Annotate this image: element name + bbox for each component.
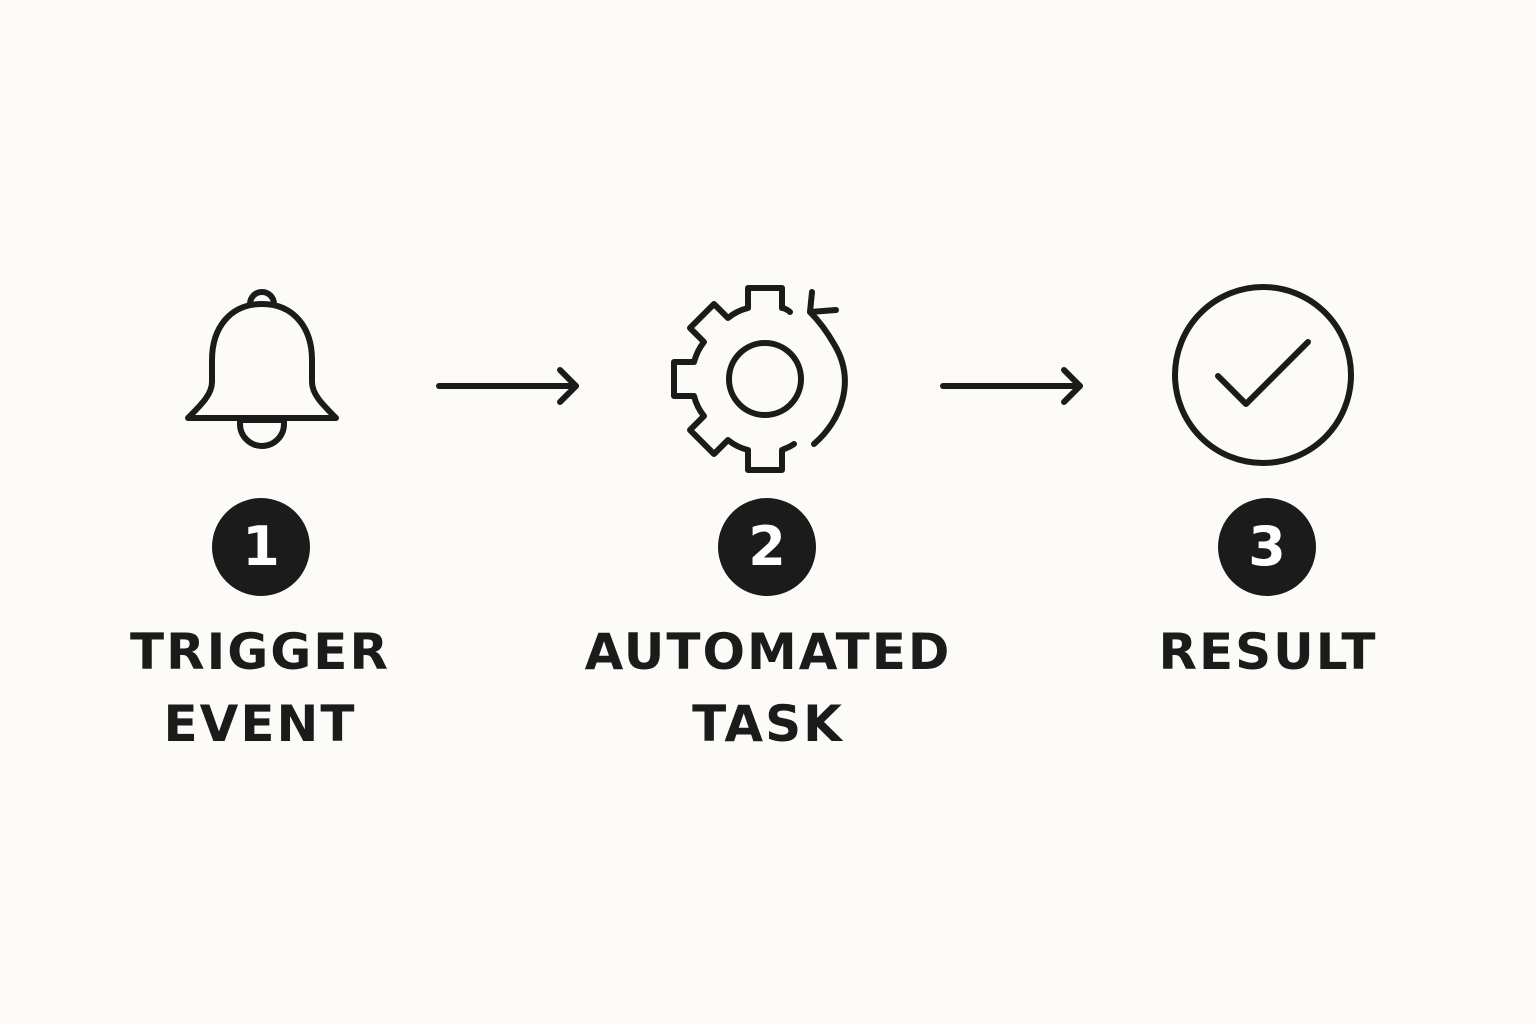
step-label-line: AUTOMATED — [584, 623, 952, 681]
step-label-line: TASK — [692, 695, 844, 753]
step-label-line: TRIGGER — [130, 623, 390, 681]
step-number-badge-2: 2 — [718, 498, 816, 596]
arrow-right-icon — [940, 366, 1088, 410]
step-label-2: AUTOMATED TASK — [568, 616, 968, 760]
step-number-badge-3: 3 — [1218, 498, 1316, 596]
step-label-line: EVENT — [163, 695, 357, 753]
step-label-line: RESULT — [1158, 623, 1378, 681]
step-number-badge-1: 1 — [212, 498, 310, 596]
gear-refresh-icon — [664, 280, 864, 476]
step-label-1: TRIGGER EVENT — [110, 616, 410, 760]
step-label-3: RESULT — [1118, 616, 1418, 688]
bell-icon — [180, 282, 344, 454]
check-circle-icon — [1170, 284, 1358, 468]
arrow-right-icon — [436, 366, 584, 410]
